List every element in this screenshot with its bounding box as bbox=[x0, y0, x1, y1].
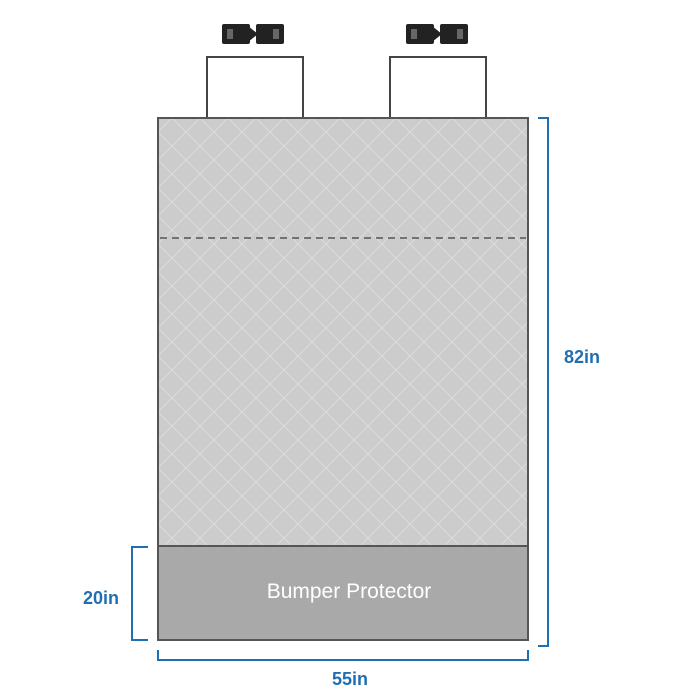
width-dimension bbox=[157, 650, 529, 661]
width-label: 55in bbox=[332, 669, 368, 689]
bumper-height-dimension bbox=[131, 546, 148, 641]
bumper-protector-label: Bumper Protector bbox=[267, 580, 432, 603]
strap-right bbox=[389, 56, 487, 119]
bumper-protector: Bumper Protector bbox=[157, 545, 529, 641]
strap-left bbox=[206, 56, 304, 119]
cargo-mat bbox=[157, 117, 529, 547]
height-label: 82in bbox=[564, 347, 600, 367]
bumper-height-label: 20in bbox=[83, 588, 119, 608]
buckle-icon bbox=[406, 24, 468, 44]
height-dimension bbox=[538, 117, 549, 647]
buckle-icon bbox=[222, 24, 284, 44]
